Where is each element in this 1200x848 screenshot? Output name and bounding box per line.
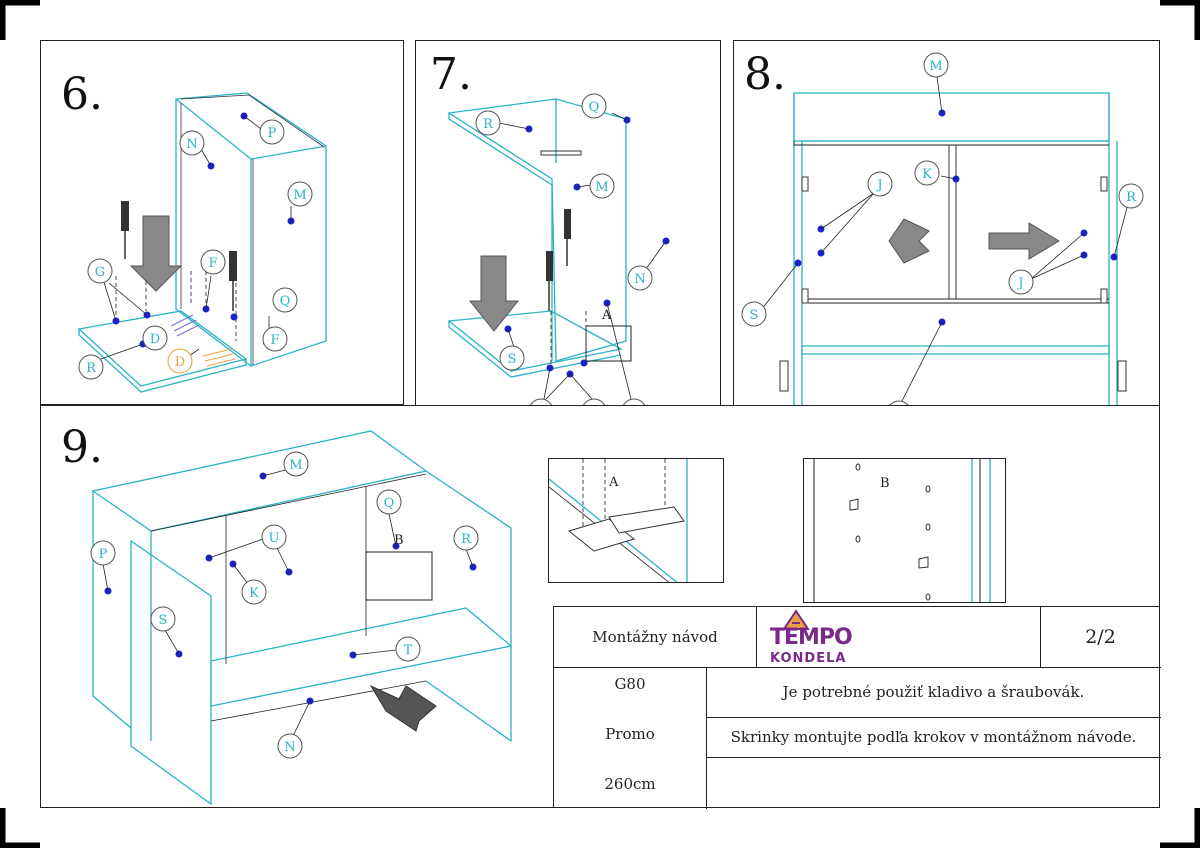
callout-R: R: [1126, 190, 1137, 205]
detail-a-panel: A: [548, 458, 724, 583]
callout-G: G: [95, 265, 105, 280]
callout-Q: Q: [384, 496, 395, 511]
step-8-panel: 8.: [733, 40, 1160, 454]
callout-M: M: [289, 458, 302, 473]
callout-F2: F: [270, 333, 279, 348]
callout-M: M: [293, 188, 306, 203]
callout-Q: Q: [280, 294, 291, 309]
detail-a-label: A: [608, 475, 619, 490]
detail-b-label: B: [880, 476, 890, 491]
callout-U: U: [269, 531, 280, 546]
step-7-number: 7.: [430, 49, 472, 100]
product-code: G80: [614, 675, 646, 693]
callout-K: K: [249, 586, 259, 601]
step-7-illustration: A: [447, 93, 670, 424]
doc-type: Montážny návod: [592, 628, 718, 646]
callout-D: D: [150, 332, 160, 347]
callout-R: R: [483, 117, 494, 132]
callout-T: T: [404, 643, 413, 658]
brand-bottom: KONDELA: [770, 651, 847, 666]
callout-S: S: [508, 352, 517, 367]
brand-top: TEMPO: [770, 625, 853, 650]
brand-logo: TEMPO KONDELA: [756, 607, 1040, 667]
step-8-illustration: M K J R S J N: [741, 52, 1144, 426]
product-size: 260cm: [604, 775, 656, 793]
callout-N: N: [634, 272, 645, 287]
callout-S: S: [750, 308, 759, 323]
detail-marker-A: A: [601, 308, 612, 323]
callout-N: N: [284, 740, 295, 755]
step-9-number: 9.: [61, 422, 103, 473]
detail-b-panel: B: [803, 458, 1006, 603]
callout-P: P: [99, 547, 108, 562]
step-7-panel: 7. A: [415, 40, 721, 436]
callout-Q: Q: [589, 100, 600, 115]
step-6-panel: 6.: [40, 40, 404, 405]
product-name: Promo: [605, 725, 655, 743]
note-tools: Je potrebné použiť kladivo a šraubovák.: [782, 683, 1085, 701]
detail-marker-B: B: [394, 533, 404, 548]
step-9-illustration: B: [90, 430, 513, 806]
title-block: Montážny návod TEMPO KONDELA 2/2 G80 Pro…: [553, 606, 1161, 809]
callout-N: N: [186, 137, 197, 152]
page-number: 2/2: [1085, 626, 1116, 648]
callout-P: P: [268, 126, 277, 141]
callout-R: R: [461, 532, 472, 547]
callout-M: M: [929, 59, 942, 74]
callout-M: M: [595, 180, 608, 195]
step-6-number: 6.: [61, 69, 103, 120]
callout-R: R: [86, 361, 97, 376]
callout-J: J: [875, 178, 882, 193]
callout-K: K: [922, 167, 932, 182]
callout-F: F: [208, 256, 217, 271]
callout-S: S: [159, 613, 168, 628]
callout-D2: D: [175, 355, 185, 370]
step-6-illustration: P N M G F Q D F R D: [77, 92, 327, 393]
step-8-number: 8.: [744, 49, 786, 100]
note-steps: Skrinky montujte podľa krokov v montážno…: [730, 728, 1137, 746]
callout-J2: J: [1016, 276, 1023, 291]
